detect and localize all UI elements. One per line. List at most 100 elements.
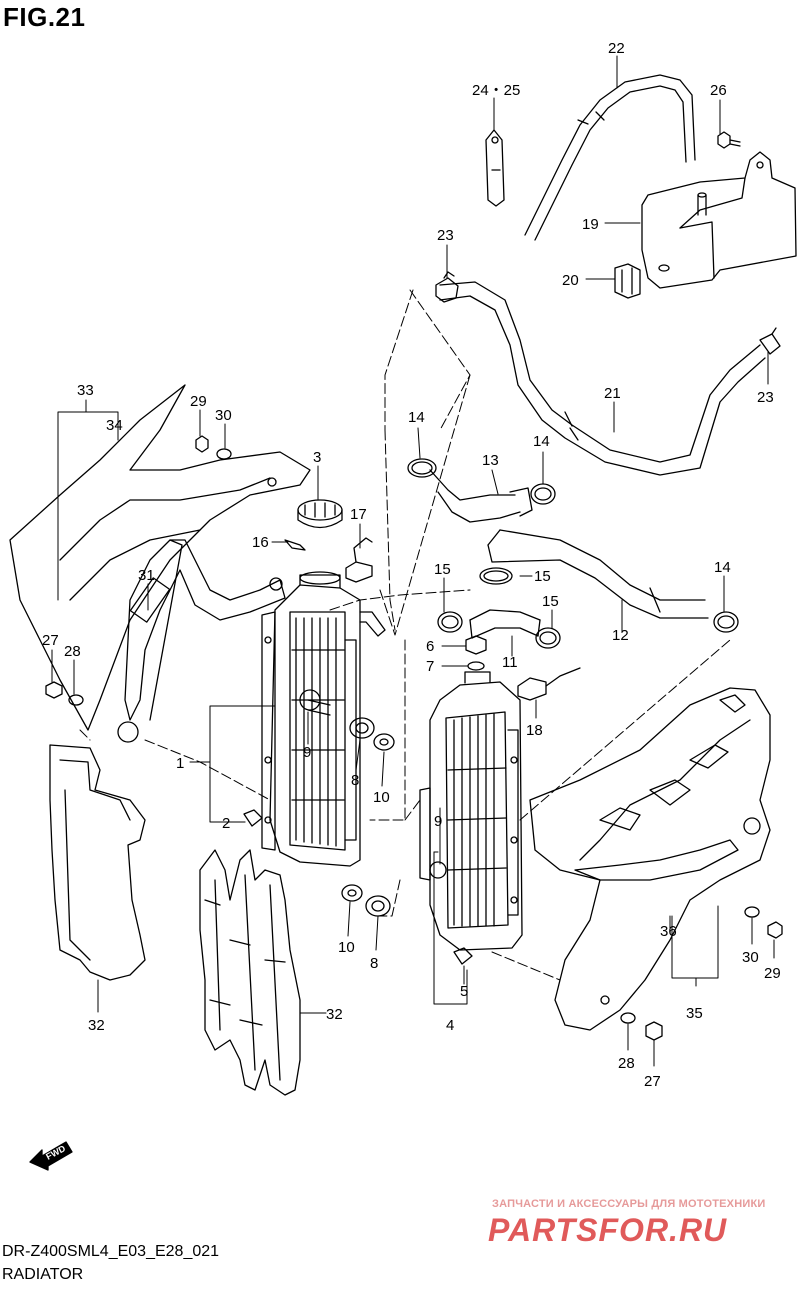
callout-23-right: 23: [757, 389, 774, 406]
collar-10-left: [373, 733, 395, 751]
callout-27-left: 27: [42, 632, 59, 649]
hose-clamp-24-25: [485, 129, 505, 207]
temp-sensor-17: [345, 537, 373, 583]
callout-15-mid: 15: [534, 568, 551, 585]
callout-21: 21: [604, 385, 621, 402]
overflow-hose-22: [524, 74, 696, 241]
callout-16: 16: [252, 534, 269, 551]
radiator-cap: [297, 499, 343, 529]
callout-29-left: 29: [190, 393, 207, 410]
grommet-8-right: [365, 895, 391, 917]
callout-13: 13: [482, 452, 499, 469]
hose-clamp-15-c: [535, 627, 561, 649]
hose-clamp-14-top: [407, 458, 437, 478]
radiator-left: [261, 571, 386, 867]
washer-28-left: [68, 694, 84, 706]
callout-11: 11: [502, 654, 518, 671]
radiator-guard-right: [199, 849, 301, 1096]
hose-clamp-15-b: [437, 611, 463, 633]
hose-clamp-14-right: [713, 611, 739, 633]
callout-10-left: 10: [373, 789, 390, 806]
callout-18: 18: [526, 722, 543, 739]
hose-12: [487, 529, 709, 619]
callout-23-top: 23: [437, 227, 454, 244]
radiator-guard-left: [49, 744, 146, 981]
callout-1: 1: [176, 755, 184, 772]
callout-32-right: 32: [326, 1006, 343, 1023]
drain-bolt-6: [465, 635, 487, 655]
callout-20: 20: [562, 272, 579, 289]
callout-19: 19: [582, 216, 599, 233]
callout-27-right: 27: [644, 1073, 661, 1090]
clip-5: [453, 947, 473, 965]
collar-10-right: [341, 884, 363, 902]
reservoir-cap-grommet: [614, 263, 641, 299]
watermark-tagline: ЗАПЧАСТИ И АКСЕССУАРЫ ДЛЯ МОТОТЕХНИКИ: [492, 1198, 766, 1210]
callout-28-right: 28: [618, 1055, 635, 1072]
clip-16: [284, 539, 306, 551]
callout-14-mid: 14: [533, 433, 550, 450]
watermark-logo: PARTSFOR.RU: [488, 1212, 728, 1248]
hose-clamp-23-right: [759, 327, 781, 355]
callout-22: 22: [608, 40, 625, 57]
radiator-shroud-right: [529, 687, 771, 1031]
hose-13: [429, 469, 533, 523]
fwd-arrow-icon: FWD: [29, 1141, 73, 1171]
bolt-26: [717, 131, 741, 149]
hose-clamp-14-mid: [530, 483, 556, 505]
bolt-29-left: [195, 435, 209, 453]
callout-9-left: 9: [303, 744, 311, 761]
clip-2: [243, 809, 263, 827]
callout-36: 36: [660, 923, 677, 940]
washer-30-left: [216, 448, 232, 460]
callout-10-right: 10: [338, 939, 355, 956]
callout-24-25: 24・25: [472, 82, 520, 99]
callout-31: 31: [138, 567, 155, 584]
radiator-right: [419, 671, 523, 951]
model-code: DR-Z400SML4_E03_E28_021: [2, 1243, 220, 1260]
leader-lines: [51, 55, 775, 1067]
callout-8-left: 8: [351, 772, 359, 789]
washer-7: [467, 661, 485, 671]
fan-switch-18: [517, 667, 581, 701]
hose-clamp-15-a: [479, 567, 513, 585]
washer-28-right: [620, 1012, 636, 1024]
callout-5: 5: [460, 983, 468, 1000]
bolt-27-left: [45, 681, 63, 699]
callout-35: 35: [686, 1005, 703, 1022]
dashed-connection-lines: [79, 289, 731, 981]
radiator-shroud-left: [9, 384, 311, 731]
callout-labels: 22 24・25 26 19 20 23 23 21 33 34 29 30 1…: [42, 40, 781, 1090]
figure-title: FIG.21: [3, 2, 86, 32]
callout-14-top: 14: [408, 409, 425, 426]
bolt-29-right: [767, 921, 783, 939]
callout-32-left: 32: [88, 1017, 105, 1034]
callout-28-left: 28: [64, 643, 81, 660]
callout-7: 7: [426, 658, 434, 675]
callout-2: 2: [222, 815, 230, 832]
callout-14-right: 14: [714, 559, 731, 576]
bracket-31: [117, 539, 286, 743]
washer-30-right: [744, 906, 760, 918]
callout-12: 12: [612, 627, 629, 644]
callout-9-right: 9: [434, 813, 442, 830]
bolt-27-right: [645, 1021, 663, 1041]
callout-26: 26: [710, 82, 727, 99]
callout-34: 34: [106, 417, 123, 434]
callout-30-right: 30: [742, 949, 759, 966]
hose-11: [469, 609, 541, 639]
callout-6: 6: [426, 638, 434, 655]
callout-15-right: 15: [542, 593, 559, 610]
hose-21: [439, 281, 766, 476]
callout-3: 3: [313, 449, 321, 466]
callout-29-right: 29: [764, 965, 781, 982]
hose-clamp-23-left: [435, 271, 459, 303]
callout-4: 4: [446, 1017, 454, 1034]
callout-8-right: 8: [370, 955, 378, 972]
reservoir-tank: [641, 151, 797, 289]
callout-30-left: 30: [215, 407, 232, 424]
callout-15-left: 15: [434, 561, 451, 578]
grommet-8-left: [349, 717, 375, 739]
callout-17: 17: [350, 506, 367, 523]
